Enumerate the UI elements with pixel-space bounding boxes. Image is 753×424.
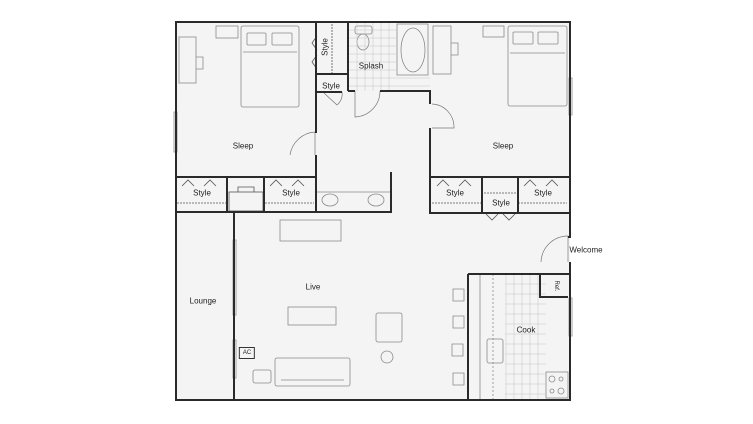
bar-stool <box>452 288 465 302</box>
bar-stool <box>452 372 465 386</box>
ac-unit-label: AC <box>238 347 256 359</box>
walls <box>175 21 571 401</box>
closet-label: Style <box>193 188 211 198</box>
closet-label: Style <box>282 188 300 198</box>
side-table <box>252 369 272 384</box>
room-label-sleep-right: Sleep <box>492 141 514 151</box>
kitchen-tiles <box>505 274 546 400</box>
bed <box>240 25 300 108</box>
room-label-sleep-left: Sleep <box>232 141 254 151</box>
door-closet-hall <box>323 91 343 106</box>
exterior-wall <box>175 21 571 401</box>
coffee-table <box>287 306 337 326</box>
closet-label: Style <box>322 81 340 91</box>
chair <box>196 56 204 70</box>
tv-console <box>279 219 342 242</box>
side-table <box>380 350 394 364</box>
armchair <box>375 312 403 343</box>
room-label-welcome: Welcome <box>569 245 603 255</box>
chair <box>451 42 459 56</box>
room-label-live: Live <box>305 282 321 292</box>
bathtub <box>396 23 429 76</box>
room-label-lounge: Lounge <box>189 296 217 306</box>
bar-stool <box>452 315 465 329</box>
door-right-bedroom <box>431 103 455 129</box>
door-bath <box>354 90 381 118</box>
doors <box>289 90 569 263</box>
bar-stool <box>451 343 464 357</box>
closet-label: Style <box>534 188 552 198</box>
room-label-cook: Cook <box>516 325 536 335</box>
bed <box>507 25 568 107</box>
nightstand <box>482 25 505 38</box>
desk <box>178 36 197 84</box>
nightstand <box>215 25 239 39</box>
room-label-splash: Splash <box>358 61 384 71</box>
door-left-bedroom <box>289 131 316 156</box>
bath-tiles <box>349 22 430 91</box>
door-entry <box>540 235 569 263</box>
kitchen-sink <box>486 338 504 364</box>
sink <box>367 193 385 207</box>
stove <box>545 371 569 399</box>
closet-label: Style <box>492 198 510 208</box>
closet-label: Style <box>446 188 464 198</box>
sink <box>321 193 339 207</box>
refrigerator-label: Ref. <box>553 280 559 292</box>
sofa <box>274 357 351 387</box>
closet-label: Style <box>320 38 330 56</box>
desk <box>432 25 452 75</box>
